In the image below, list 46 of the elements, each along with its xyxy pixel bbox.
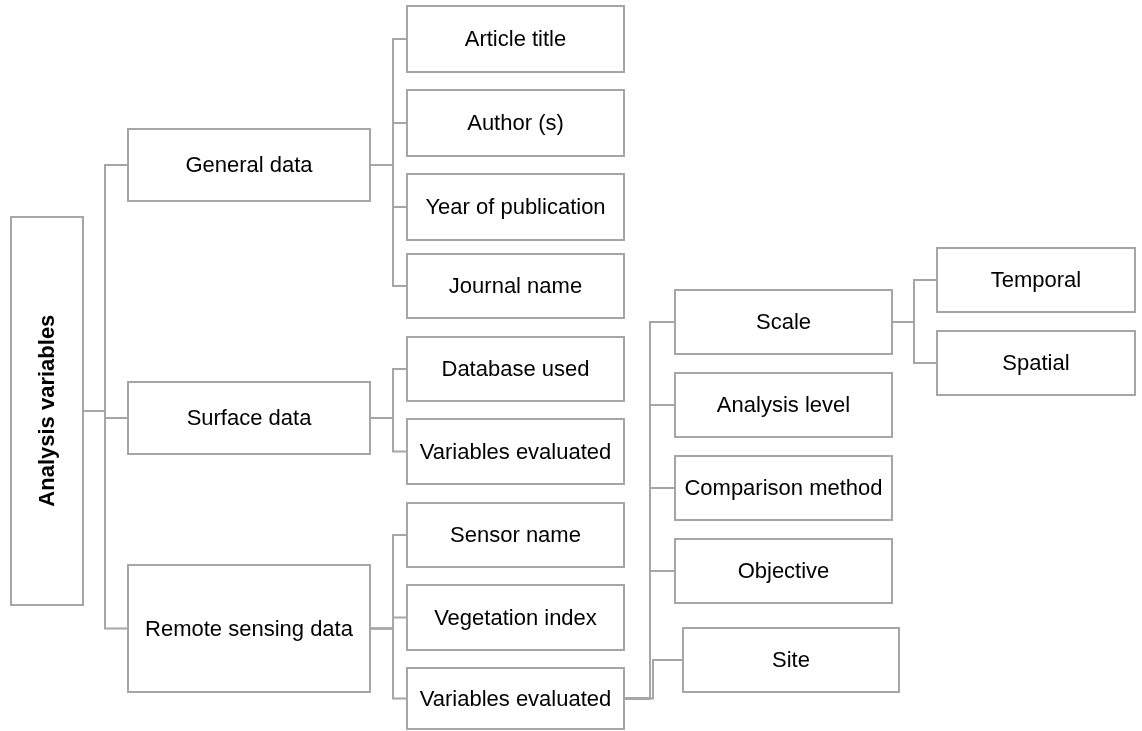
node-label: Site [772, 647, 810, 673]
category-box [127, 564, 371, 693]
category-box [406, 584, 625, 651]
category-box [674, 538, 893, 604]
node-label: Analysis variables [34, 315, 60, 507]
category-box [674, 289, 893, 355]
category-box [127, 381, 371, 455]
node-label: Sensor name [450, 522, 581, 548]
connector-line [624, 659, 683, 700]
node-label: Remote sensing data [145, 615, 353, 642]
category-box [406, 336, 625, 402]
category-box [936, 247, 1136, 313]
node-label: Article title [464, 26, 567, 52]
category-box [936, 330, 1136, 396]
category-box [674, 455, 893, 521]
connector-line [83, 410, 128, 630]
category-box [406, 173, 625, 241]
node-label: General data [185, 152, 313, 178]
node-label: Database used [441, 356, 590, 382]
node-label: Year of publication [425, 194, 606, 220]
category-box [406, 5, 625, 73]
connector-line [892, 321, 937, 364]
node-label: Comparison method [684, 475, 883, 501]
category-box [682, 627, 900, 693]
node-label: Variables evaluated [419, 438, 612, 465]
node-label: Variables evaluated [419, 685, 612, 712]
category-box [406, 89, 625, 157]
category-box [127, 128, 371, 202]
node-label: Surface data [186, 405, 312, 431]
connector-line [370, 627, 407, 700]
node-label: Spatial [1002, 350, 1070, 376]
category-box [406, 667, 625, 730]
connector-line [370, 164, 407, 287]
category-box [406, 418, 625, 485]
connector-line [370, 417, 407, 453]
node-label: Scale [755, 309, 811, 335]
node-label: Author (s) [467, 110, 564, 136]
category-box [10, 216, 84, 606]
category-box [406, 253, 625, 319]
category-box [674, 372, 893, 438]
node-label: Objective [737, 558, 830, 584]
category-box [406, 502, 625, 568]
node-label: Analysis level [716, 392, 851, 418]
node-label: Temporal [990, 267, 1082, 293]
node-label: Vegetation index [434, 604, 597, 631]
node-label: Journal name [448, 273, 583, 299]
